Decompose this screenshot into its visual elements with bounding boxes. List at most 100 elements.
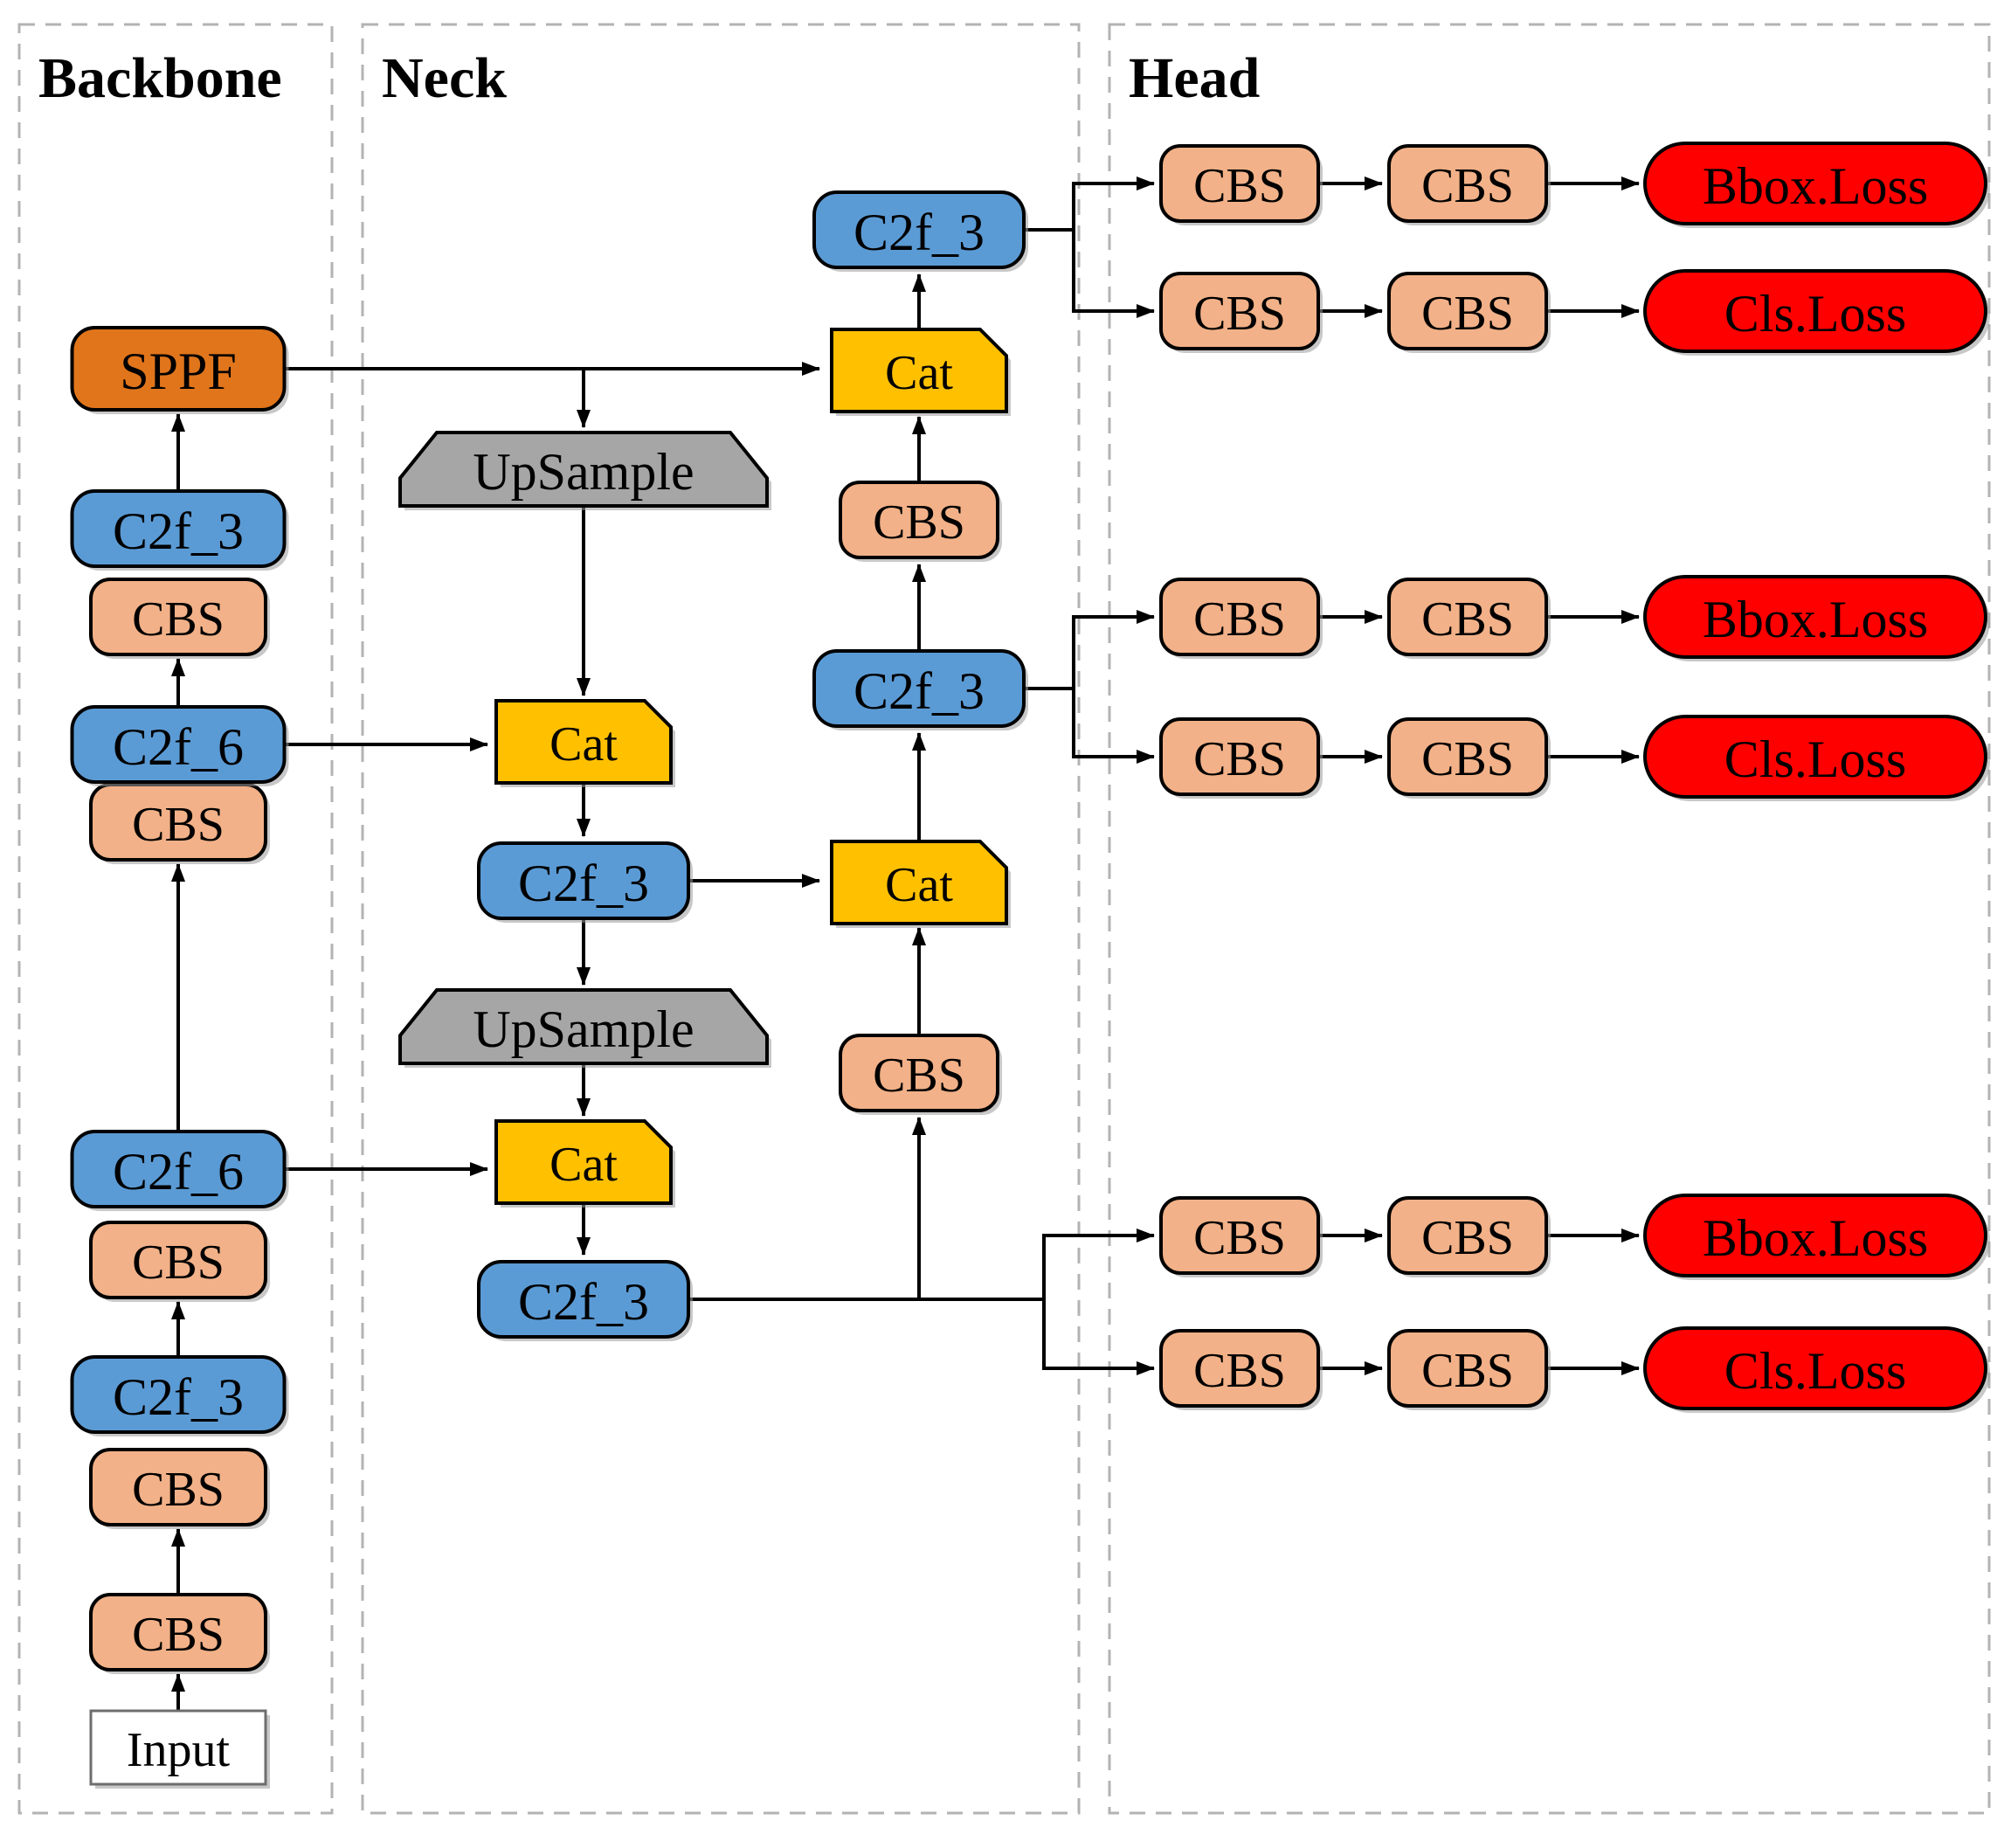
node-hd-r3-cbs2[interactable]: CBS bbox=[1387, 578, 1551, 659]
node-body-cbs[interactable] bbox=[1159, 717, 1320, 796]
node-hd-r4-loss[interactable]: Cls.Loss bbox=[1642, 715, 1990, 801]
node-label-hd-r3-loss: Bbox.Loss bbox=[1703, 591, 1928, 648]
node-hd-r3-cbs1[interactable]: CBS bbox=[1159, 578, 1323, 659]
node-body-cbs[interactable] bbox=[839, 481, 999, 559]
node-hd-r1-cbs1[interactable]: CBS bbox=[1159, 144, 1323, 225]
node-bb-c2f3b[interactable]: C2f_3 bbox=[70, 489, 289, 571]
node-hd-r6-loss[interactable]: Cls.Loss bbox=[1642, 1326, 1990, 1413]
node-body-c2f[interactable] bbox=[70, 1130, 287, 1208]
node-hd-r6-cbs1[interactable]: CBS bbox=[1159, 1329, 1323, 1410]
node-body-cat[interactable] bbox=[494, 1119, 673, 1205]
node-nk-c2f3a[interactable]: C2f_3 bbox=[477, 841, 693, 923]
node-bb-cbs1[interactable]: CBS bbox=[89, 1593, 270, 1674]
edge-nk-c2f3-t-to-hd-r2-cbs1 bbox=[1072, 230, 1155, 318]
node-label-hd-r1-loss: Bbox.Loss bbox=[1703, 157, 1928, 215]
node-body-cbs[interactable] bbox=[1387, 1196, 1548, 1275]
node-bb-cbs3[interactable]: CBS bbox=[89, 1221, 270, 1302]
node-body-sppf[interactable] bbox=[70, 326, 287, 412]
connector-edges bbox=[171, 176, 1640, 1711]
node-hd-r6-cbs2[interactable]: CBS bbox=[1387, 1329, 1551, 1410]
node-nk-c2f3b[interactable]: C2f_3 bbox=[477, 1260, 693, 1341]
node-body-upsample[interactable] bbox=[398, 431, 769, 508]
node-body-input[interactable] bbox=[89, 1709, 267, 1786]
node-hd-r5-loss[interactable]: Bbox.Loss bbox=[1642, 1194, 1990, 1280]
panel-title-backbone: Backbone bbox=[38, 46, 282, 110]
node-label-hd-r3-cbs2: CBS bbox=[1421, 592, 1514, 647]
node-body-cbs[interactable] bbox=[1159, 144, 1320, 223]
node-body-cbs[interactable] bbox=[89, 1448, 267, 1526]
node-nk-ups2[interactable]: UpSample bbox=[398, 988, 771, 1068]
node-bb-cbs2[interactable]: CBS bbox=[89, 1448, 270, 1529]
node-nk-cat1[interactable]: Cat bbox=[494, 699, 675, 787]
node-body-cbs[interactable] bbox=[1159, 1196, 1320, 1275]
node-bb-input[interactable]: Input bbox=[89, 1709, 270, 1789]
node-body-cat[interactable] bbox=[494, 699, 673, 785]
node-body-upsample[interactable] bbox=[398, 988, 769, 1065]
node-body-loss[interactable] bbox=[1642, 715, 1988, 799]
node-label-bb-cbs5: CBS bbox=[132, 592, 225, 647]
node-hd-r4-cbs2[interactable]: CBS bbox=[1387, 717, 1551, 799]
node-hd-r1-cbs2[interactable]: CBS bbox=[1387, 144, 1551, 225]
node-body-c2f[interactable] bbox=[477, 841, 690, 920]
node-body-loss[interactable] bbox=[1642, 1326, 1988, 1410]
node-label-nk-cat2: Cat bbox=[549, 1138, 618, 1192]
node-body-loss[interactable] bbox=[1642, 269, 1988, 353]
node-body-cbs[interactable] bbox=[839, 1034, 999, 1112]
node-hd-r1-loss[interactable]: Bbox.Loss bbox=[1642, 142, 1990, 228]
node-hd-r3-loss[interactable]: Bbox.Loss bbox=[1642, 575, 1990, 661]
node-bb-c2f6b[interactable]: C2f_6 bbox=[70, 705, 289, 786]
node-body-loss[interactable] bbox=[1642, 142, 1988, 225]
node-bb-c2f6a[interactable]: C2f_6 bbox=[70, 1130, 289, 1211]
node-hd-r2-loss[interactable]: Cls.Loss bbox=[1642, 269, 1990, 356]
node-body-c2f[interactable] bbox=[70, 489, 287, 568]
node-body-c2f[interactable] bbox=[477, 1260, 690, 1339]
node-body-c2f[interactable] bbox=[812, 649, 1026, 728]
node-label-hd-r1-cbs1: CBS bbox=[1193, 159, 1286, 213]
node-label-nk-c2f3b: C2f_3 bbox=[518, 1273, 649, 1331]
node-label-bb-sppf: SPPF bbox=[120, 343, 236, 400]
node-body-c2f[interactable] bbox=[70, 1355, 287, 1434]
node-body-loss[interactable] bbox=[1642, 1194, 1988, 1277]
node-bb-cbs4[interactable]: CBS bbox=[89, 783, 270, 864]
node-label-hd-r4-cbs2: CBS bbox=[1421, 732, 1514, 786]
node-label-nk-c2f3a: C2f_3 bbox=[518, 855, 649, 912]
node-body-cbs[interactable] bbox=[89, 1593, 267, 1672]
node-body-cbs[interactable] bbox=[1159, 272, 1320, 350]
node-body-cat[interactable] bbox=[830, 328, 1008, 413]
node-nk-c2f3-t[interactable]: C2f_3 bbox=[812, 190, 1028, 272]
node-nk-c2f3-m[interactable]: C2f_3 bbox=[812, 649, 1028, 730]
node-nk-cbs-hi[interactable]: CBS bbox=[839, 481, 1002, 562]
node-hd-r2-cbs2[interactable]: CBS bbox=[1387, 272, 1551, 353]
node-body-cbs[interactable] bbox=[1159, 1329, 1320, 1408]
node-bb-cbs5[interactable]: CBS bbox=[89, 578, 270, 659]
node-hd-r5-cbs1[interactable]: CBS bbox=[1159, 1196, 1323, 1277]
node-nk-ups1[interactable]: UpSample bbox=[398, 431, 771, 510]
node-bb-sppf[interactable]: SPPF bbox=[70, 326, 289, 414]
node-bb-c2f3a[interactable]: C2f_3 bbox=[70, 1355, 289, 1436]
node-body-cbs[interactable] bbox=[89, 1221, 267, 1299]
node-nk-cat-hi[interactable]: Cat bbox=[830, 328, 1011, 416]
node-body-c2f[interactable] bbox=[70, 705, 287, 784]
node-body-cbs[interactable] bbox=[1387, 144, 1548, 223]
node-hd-r4-cbs1[interactable]: CBS bbox=[1159, 717, 1323, 799]
node-label-hd-r5-cbs2: CBS bbox=[1421, 1211, 1514, 1265]
node-body-cbs[interactable] bbox=[1387, 717, 1548, 796]
node-label-nk-cat-hi: Cat bbox=[885, 346, 953, 400]
node-body-cbs[interactable] bbox=[1387, 272, 1548, 350]
node-label-nk-cbs-hi: CBS bbox=[873, 495, 965, 550]
node-body-cbs[interactable] bbox=[1387, 1329, 1548, 1408]
node-body-cat[interactable] bbox=[830, 840, 1008, 925]
node-body-c2f[interactable] bbox=[812, 190, 1026, 269]
panel-title-neck: Neck bbox=[382, 46, 507, 110]
node-nk-cat2[interactable]: Cat bbox=[494, 1119, 675, 1208]
node-body-cbs[interactable] bbox=[1159, 578, 1320, 656]
node-hd-r2-cbs1[interactable]: CBS bbox=[1159, 272, 1323, 353]
node-nk-cat-lo[interactable]: Cat bbox=[830, 840, 1011, 928]
node-body-cbs[interactable] bbox=[89, 578, 267, 656]
node-body-cbs[interactable] bbox=[89, 783, 267, 862]
node-hd-r5-cbs2[interactable]: CBS bbox=[1387, 1196, 1551, 1277]
node-label-bb-cbs4: CBS bbox=[132, 798, 225, 852]
node-body-cbs[interactable] bbox=[1387, 578, 1548, 656]
node-body-loss[interactable] bbox=[1642, 575, 1988, 659]
node-nk-cbs-lo[interactable]: CBS bbox=[839, 1034, 1002, 1115]
